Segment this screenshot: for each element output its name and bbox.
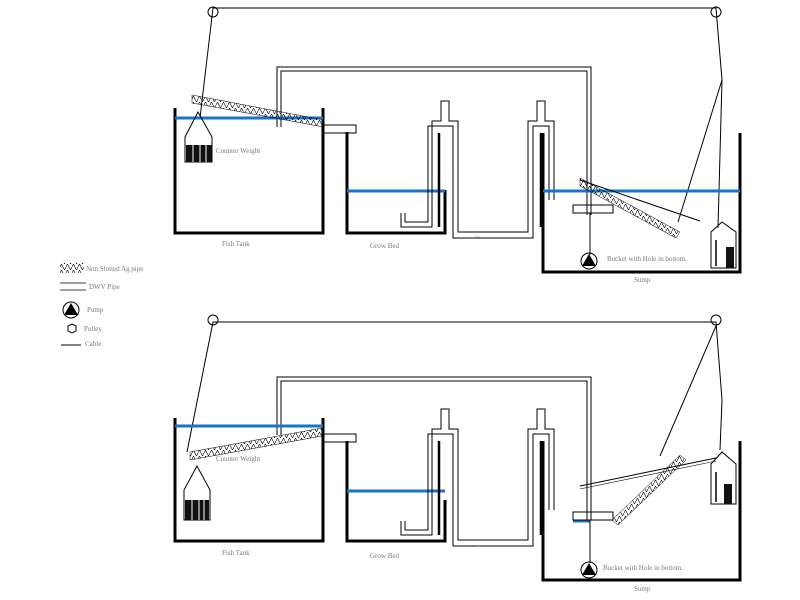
sump-label: Sump xyxy=(634,276,651,284)
cable-to-bucket xyxy=(717,79,723,229)
svg-text:Cable: Cable xyxy=(85,340,101,348)
diagram-bottom: Counter Weight Fish Tank Grow Bed DWV Su… xyxy=(173,314,742,593)
svg-text:DWV: DWV xyxy=(474,544,482,548)
pump-icon xyxy=(580,252,598,270)
ag-pipe xyxy=(191,94,325,128)
legend-item: DWV Pipe xyxy=(60,282,120,291)
svg-text:Fish Tank: Fish Tank xyxy=(222,549,250,557)
fish-tank-label: Fish Tank xyxy=(222,240,250,248)
svg-text:Pulley: Pulley xyxy=(84,325,102,333)
bucket-weight xyxy=(710,221,737,269)
pulley-icon xyxy=(710,6,722,18)
dwv-pipe-loop-inner xyxy=(280,70,588,215)
grow-bed-label: Grow Bed xyxy=(370,242,399,250)
legend-item: Pulley xyxy=(67,323,102,334)
legend-item: Cable xyxy=(61,340,101,348)
pipe-label: DWV xyxy=(474,235,482,239)
pulley-icon xyxy=(710,314,722,326)
pump-icon xyxy=(62,301,80,319)
svg-text:Bucket with Hole in bottom.: Bucket with Hole in bottom. xyxy=(603,564,683,572)
counter-weight-label: Counter Weight xyxy=(216,147,260,155)
svg-text:Grow Bed: Grow Bed xyxy=(370,552,399,560)
legend-item: Pump xyxy=(62,301,104,319)
pulley-icon xyxy=(207,6,219,18)
diagram-top: Counter Weight Fish Tank Grow Bed DWV Su… xyxy=(173,6,742,284)
svg-text:Sump: Sump xyxy=(634,585,651,593)
svg-text:Counter Weight: Counter Weight xyxy=(216,455,260,463)
bucket-label: Bucket with Hole in bottom. xyxy=(607,255,687,263)
fish-tank xyxy=(173,108,325,235)
svg-text:Non Slotted Ag pipe: Non Slotted Ag pipe xyxy=(86,265,143,273)
svg-text:Pump: Pump xyxy=(87,306,104,314)
legend: Non Slotted Ag pipe DWV Pipe Pump Pulley… xyxy=(60,263,143,348)
pulley-icon xyxy=(67,323,77,334)
dwv-pipe-loop xyxy=(276,66,592,215)
legend-item: Non Slotted Ag pipe xyxy=(60,263,143,273)
outlet-pipe xyxy=(322,124,357,134)
svg-text:DWV Pipe: DWV Pipe xyxy=(89,283,120,291)
ag-pipe-sump xyxy=(579,177,681,239)
pulley-icon xyxy=(207,314,219,326)
cable-top-frame xyxy=(199,7,723,223)
grow-bed xyxy=(345,132,447,235)
bell-siphon xyxy=(400,100,555,233)
sump-tank xyxy=(541,133,742,274)
